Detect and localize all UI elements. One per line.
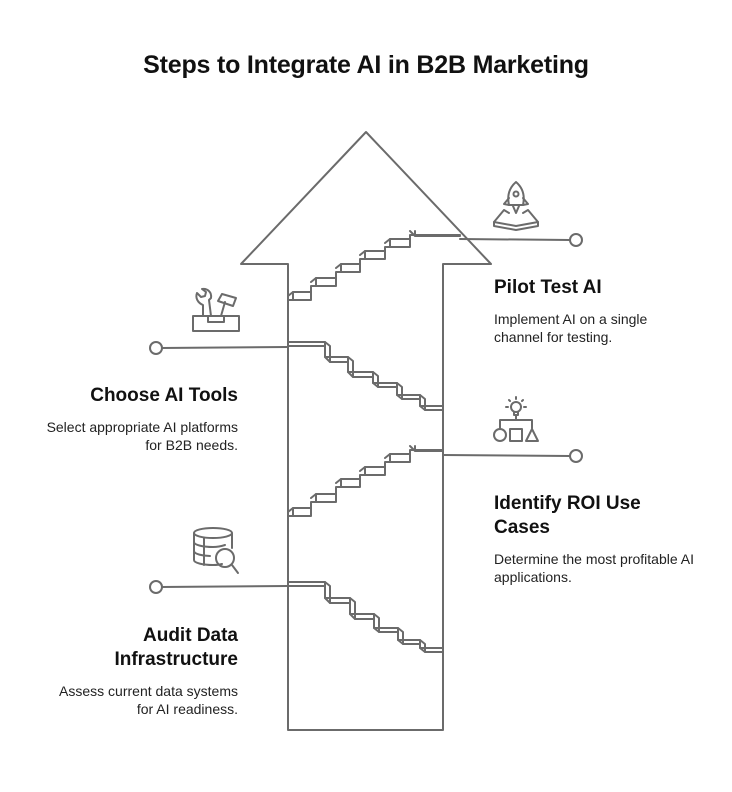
step-description: Assess current data systems for AI readi… [59,683,238,717]
toolbox-icon [192,287,240,332]
arrow-outline [240,131,492,731]
step-description: Implement AI on a single channel for tes… [494,311,648,345]
stair-flight-3 [287,341,444,411]
step-title: Identify ROI Use Cases [494,493,641,538]
connector-dot-audit [149,580,163,594]
step-description: Determine the most profitable AI applica… [494,551,694,585]
connector-dot-choose [149,341,163,355]
connector-pilot [459,238,571,241]
step-choose: Choose AI Tools Select appropriate AI pl… [40,384,238,454]
step-description: Select appropriate AI platforms for B2B … [46,419,238,453]
step-title: Choose AI Tools [90,385,238,406]
stair-flight-2 [287,445,444,517]
stair-flight-4 [287,230,461,301]
step-title: Audit Data Infrastructure [114,625,238,670]
connector-choose [160,346,289,349]
step-title: Pilot Test AI [494,277,602,298]
idea-shapes-icon [493,396,539,442]
stair-flight-1 [287,581,444,653]
step-pilot: Pilot Test AI Implement AI on a single c… [494,276,684,346]
database-search-icon [193,527,239,574]
rocket-icon [493,181,539,231]
connector-audit [160,585,289,588]
connector-dot-identify [569,449,583,463]
connector-dot-pilot [569,233,583,247]
connector-identify [442,454,571,457]
page-title: Steps to Integrate AI in B2B Marketing [143,51,589,79]
step-identify: Identify ROI Use Cases Determine the mos… [494,492,694,586]
step-audit: Audit Data Infrastructure Assess current… [40,624,238,718]
